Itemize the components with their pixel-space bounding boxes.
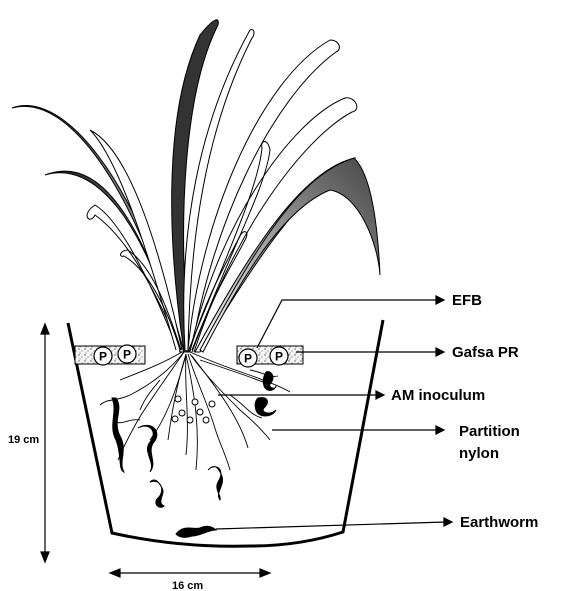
leaf [45,171,183,352]
width-arrow-left [110,569,120,577]
width-dimension-label: 16 cm [172,580,203,591]
earthworm-icon [112,398,124,472]
plant-leaves [12,20,380,352]
svg-text:P: P [244,352,252,366]
width-arrow-right [260,569,270,577]
height-arrow-top [41,324,49,334]
am-arrowhead [376,391,384,399]
earthworm-icon [176,526,216,537]
earthworm-icon [208,467,223,501]
earthworm-label: Earthworm [460,514,538,531]
height-dimension-label: 19 cm [8,434,39,446]
partition-label-line1: Partition [459,423,520,440]
svg-text:P: P [275,350,283,364]
partition-label-line2: nylon [459,445,499,462]
svg-text:P: P [123,348,131,362]
earthworm-icon [255,398,276,416]
earthworm-icon [138,425,157,472]
efb-arrowhead [436,296,444,304]
am-inoculum-label: AM inoculum [391,387,485,404]
earthworm-icon [263,372,276,391]
gafsa-pr-marker: P [94,347,112,365]
leaf [12,106,184,352]
efb-leader [257,300,440,348]
partition-arrowhead [436,426,444,434]
earthworm-icon [150,480,164,507]
height-arrow-bottom [41,552,49,562]
leader-lines [41,296,452,577]
leaf [87,205,180,350]
gafsa-pr-marker: P [118,345,136,363]
gafsa-arrowhead [436,348,444,356]
gafsa-pr-label: Gafsa PR [452,344,519,361]
svg-text:P: P [99,350,107,364]
gafsa-pr-marker: P [270,347,288,365]
gafsa-pr-marker: P [239,349,257,367]
efb-label: EFB [452,292,482,309]
earthworm-leader [216,522,446,529]
earthworm-arrowhead [444,518,452,526]
